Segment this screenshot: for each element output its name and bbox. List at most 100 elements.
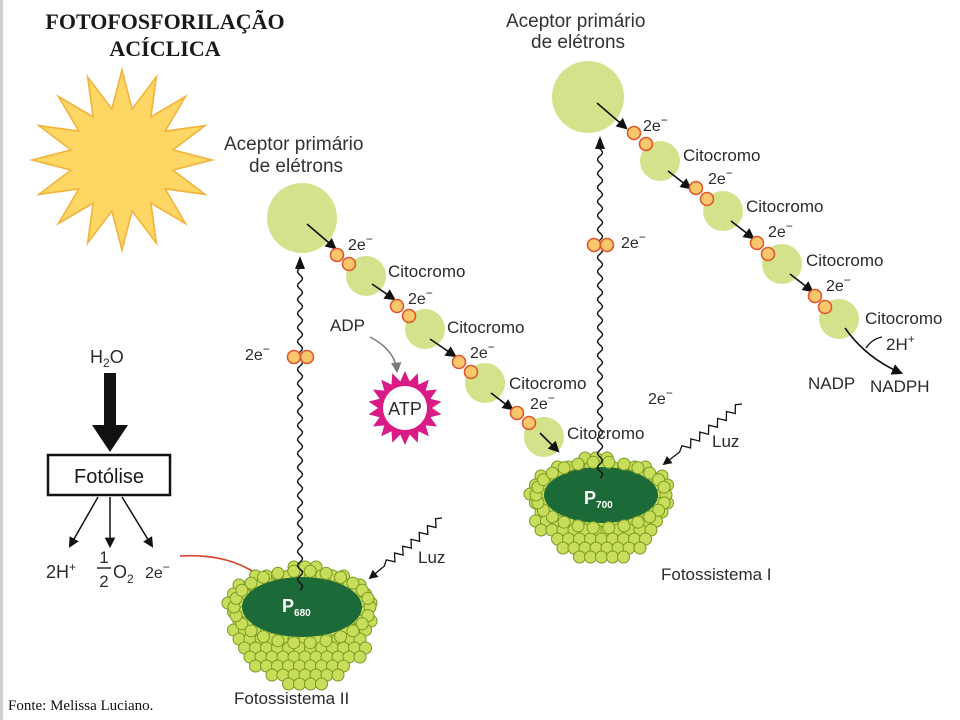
ps1-acceptor-label-2: de elétrons [531, 32, 625, 53]
ps2-acceptor-label-1: Aceptor primário [224, 134, 363, 155]
membrane-bead [573, 550, 586, 564]
ps1-excitation-electrons-label: 2e− [621, 230, 646, 252]
protons-label: 2H+ [886, 332, 915, 354]
membrane-bead [595, 550, 608, 564]
membrane-rim-bead [643, 466, 657, 480]
ps1-light-label: Luz [712, 432, 739, 451]
photolysis-electrons-label: 2e− [145, 560, 170, 582]
primary-acceptor-ps2 [267, 183, 337, 253]
membrane-rim-bead [271, 566, 285, 580]
ps1-light-arrow [662, 403, 743, 466]
membrane-bead [617, 550, 630, 564]
membrane-rim-bead [334, 570, 348, 584]
photosystem-ii-complex [221, 560, 378, 691]
electron-flow-arrows [306, 102, 814, 453]
nadp-reduction-arrow [844, 327, 904, 375]
membrane-rim-bead [657, 480, 671, 494]
electron [521, 415, 537, 431]
electron [451, 354, 467, 370]
nadp-label: NADP [808, 374, 855, 393]
excitation-arrowhead [595, 136, 605, 149]
photolysis-arrow-shaft [104, 373, 116, 427]
electron-pair-label: 2e− [530, 391, 555, 413]
electron-flow-arrow [490, 392, 514, 411]
photolysis-arrow-head [92, 425, 128, 452]
p700-label: P700 [584, 488, 613, 511]
electron-pair-label: 2e− [408, 286, 433, 308]
title-line-1: FOTOFOSFORILAÇÃO [45, 9, 284, 34]
cytochrome-label: Citocromo [806, 251, 883, 270]
electron-flow-arrow [429, 338, 457, 358]
cytochrome-label: Citocromo [865, 309, 942, 328]
membrane-rim-bead [545, 466, 559, 480]
cytochrome-label: Citocromo [388, 262, 465, 281]
electron [509, 405, 525, 421]
electron-pair-label: 2e− [826, 273, 851, 295]
nadph-label: NADPH [870, 377, 930, 396]
primary-acceptor-ps1 [552, 61, 624, 133]
electron-pair-label: 2e− [708, 166, 733, 188]
electron [760, 246, 776, 262]
electron-pair-label: 2e− [470, 340, 495, 362]
membrane-rim-bead [631, 515, 645, 529]
excitation-arrowhead [295, 256, 305, 269]
electron-flow-arrow [306, 223, 337, 250]
membrane-rim-bead [652, 503, 666, 517]
proton-branch-line [865, 336, 883, 349]
electron [688, 180, 704, 196]
electron [586, 237, 602, 253]
membrane-rim-bead [361, 591, 375, 605]
sun-rays [28, 66, 216, 254]
electron-flow-arrow [667, 170, 692, 190]
electron [699, 191, 715, 207]
membrane-rim-bead [319, 634, 333, 648]
atp-label: ATP [388, 399, 422, 419]
membrane-rim-bead [346, 576, 360, 590]
membrane-rim-bead [346, 624, 360, 638]
membrane-rim-bead [545, 510, 559, 524]
photolysis-group: H2O Fotólise 2H+ 1 2 O2 2e− [46, 347, 283, 600]
sun-icon [28, 66, 216, 254]
electron [638, 136, 654, 152]
membrane-rim-bead [319, 566, 333, 580]
ps2-acceptor-label-2: de elétrons [249, 156, 343, 177]
membrane-bead [556, 541, 570, 555]
membrane-rim-bead [586, 521, 600, 535]
membrane-bead [606, 550, 619, 564]
electron [286, 349, 302, 365]
source-credit: Fonte: Melissa Luciano. [8, 698, 153, 714]
oxygen-fraction-numerator: 1 [99, 548, 108, 567]
electron [401, 308, 417, 324]
electron-flow-arrow [539, 432, 560, 453]
electron-flow-arrow [596, 102, 628, 130]
membrane-rim-bead [602, 455, 616, 469]
membrane-bead [353, 650, 367, 664]
cytochrome-carrier [640, 141, 680, 181]
reaction-center-core [544, 467, 658, 523]
membrane-bead [315, 677, 328, 691]
ps1-incoming-electrons-label: 2e− [648, 386, 673, 408]
excitation-paths [295, 136, 605, 591]
electron-pair-label: 2e− [768, 219, 793, 241]
adp-to-atp-arrow [369, 336, 402, 374]
membrane-rim-bead [643, 510, 657, 524]
photosystem-i-complex [523, 451, 674, 564]
electron [749, 235, 765, 251]
cytochrome-label: Citocromo [509, 374, 586, 393]
reaction-center-core [242, 577, 362, 637]
electron [626, 125, 642, 141]
membrane-bead [534, 523, 548, 537]
electron [807, 288, 823, 304]
product-arrow-protons [68, 496, 99, 548]
electron-pair-label: 2e− [643, 113, 668, 135]
membrane-rim-bead [244, 576, 258, 590]
membrane-bead [584, 550, 597, 564]
protons-product: 2H+ [46, 560, 76, 582]
atp-core [383, 386, 427, 430]
membrane-rim-bead [287, 636, 301, 650]
electron [341, 256, 357, 272]
electron-pairs [286, 125, 833, 431]
membrane-rim-bead [334, 630, 348, 644]
